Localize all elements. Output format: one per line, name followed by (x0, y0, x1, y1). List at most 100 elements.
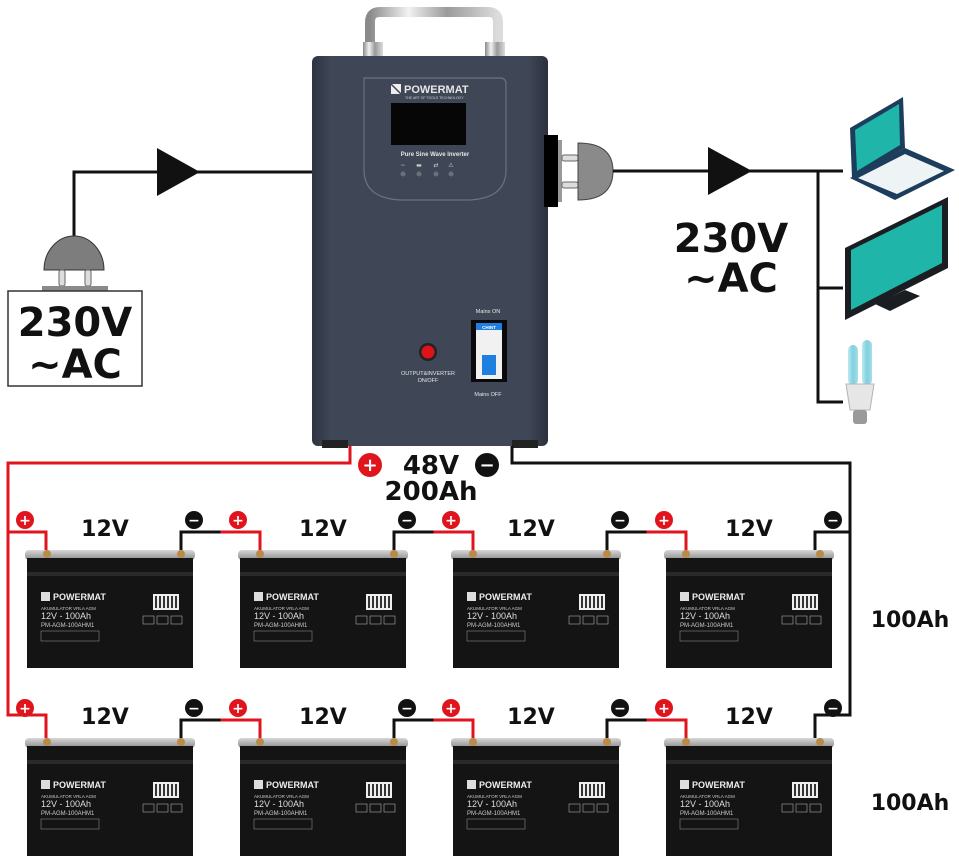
battery-voltage-label: 12V (81, 705, 129, 730)
positive-post-icon (256, 738, 264, 746)
series-link-positive (220, 718, 262, 738)
breaker-brand: CHINT (482, 325, 496, 330)
inverter-tagline: THE ART OF TOOLS TECHNOLOGY (405, 96, 464, 100)
battery-brand: POWERMAT (53, 592, 106, 602)
positive-terminal-icon: + (229, 511, 247, 529)
svg-text:+: + (362, 455, 377, 476)
flow-arrow-output-icon (708, 147, 752, 195)
positive-post-icon (469, 550, 477, 558)
negative-post-icon (603, 550, 611, 558)
safety-symbol-icon (795, 615, 808, 625)
positive-post-icon (469, 738, 477, 746)
svg-text:−: − (827, 701, 839, 717)
indicator-led (448, 171, 454, 177)
ac-source-box: 230V ~AC (7, 290, 143, 388)
series-link-negative (179, 718, 221, 738)
safety-symbol-icon (596, 803, 609, 813)
battery-voltage-label: 12V (299, 705, 347, 730)
positive-terminal-icon: + (655, 511, 673, 529)
battery-model: PM-AGM-100AHM1 (467, 623, 521, 629)
safety-symbol-icon (582, 803, 595, 813)
safety-symbol-icon (369, 615, 382, 625)
series-link-positive (433, 718, 475, 738)
battery-model: PM-AGM-100AHM1 (254, 623, 308, 629)
series-link-negative (392, 530, 434, 550)
svg-text:+: + (445, 701, 457, 717)
positive-post-icon (43, 550, 51, 558)
svg-text:+: + (445, 513, 457, 529)
battery-rating: 12V - 100Ah (41, 611, 91, 621)
svg-text:−: − (479, 455, 494, 476)
battery-rating: 12V - 100Ah (254, 799, 304, 809)
safety-symbol-icon (170, 803, 183, 813)
svg-text:+: + (658, 513, 670, 529)
battery-voltage-label: 12V (725, 705, 773, 730)
output-type-label: ~AC (684, 256, 778, 302)
safety-symbol-icon (809, 615, 822, 625)
laptop-icon (850, 97, 955, 200)
switch-label-line1: OUTPUT&INVERTER (401, 371, 455, 377)
battery-model: PM-AGM-100AHM1 (41, 623, 95, 629)
negative-terminal-icon: − (185, 511, 203, 529)
safety-symbol-icon (355, 803, 368, 813)
series-link-positive (433, 530, 475, 550)
battery-brand: POWERMAT (692, 780, 745, 790)
inverter-icon: ⇄ (433, 162, 438, 169)
powermat-logo-icon (390, 83, 402, 95)
warning-icon: ⚠ (448, 162, 454, 169)
series-link-negative (605, 718, 647, 738)
battery-voltage-label: 12V (507, 517, 555, 542)
series-link-negative (392, 718, 434, 738)
bank-positive-wire (6, 446, 352, 740)
svg-text:−: − (188, 701, 200, 717)
battery-type: AKUMULATOR VRLA AGM (254, 606, 309, 611)
positive-terminal-icon: + (229, 699, 247, 717)
negative-terminal-icon: − (824, 699, 842, 717)
bank-positive-terminal-icon: + (358, 453, 382, 477)
negative-terminal-icon: − (398, 699, 416, 717)
battery-type: AKUMULATOR VRLA AGM (254, 794, 309, 799)
safety-symbol-icon (568, 615, 581, 625)
svg-text:+: + (232, 701, 244, 717)
battery-brand: POWERMAT (692, 592, 745, 602)
bank-negative-wire (510, 446, 852, 740)
series-link-positive (220, 530, 262, 550)
output-socket-plug-icon (544, 135, 614, 207)
svg-text:−: − (614, 513, 626, 529)
safety-symbol-icon (383, 803, 396, 813)
positive-post-icon (682, 738, 690, 746)
battery-rating: 12V - 100Ah (467, 611, 517, 621)
battery-rating: 12V - 100Ah (41, 799, 91, 809)
output-inverter-switch[interactable] (419, 343, 437, 361)
safety-symbol-icon (142, 615, 155, 625)
inverter-handle[interactable] (363, 7, 505, 60)
bank-capacity-label: 200Ah (385, 477, 478, 507)
indicator-led (433, 171, 439, 177)
battery-type: AKUMULATOR VRLA AGM (680, 794, 735, 799)
positive-post-icon (43, 738, 51, 746)
safety-symbol-icon (568, 803, 581, 813)
battery-model: PM-AGM-100AHM1 (680, 811, 734, 817)
negative-post-icon (390, 738, 398, 746)
svg-text:−: − (827, 513, 839, 529)
source-type-label: ~AC (28, 342, 122, 388)
negative-post-icon (177, 550, 185, 558)
negative-post-icon (603, 738, 611, 746)
safety-symbol-icon (596, 615, 609, 625)
source-voltage-label: 230V (18, 300, 132, 346)
battery-brand: POWERMAT (479, 592, 532, 602)
battery-voltage-label: 12V (299, 517, 347, 542)
negative-terminal-icon: − (611, 511, 629, 529)
battery-voltage-label: 12V (725, 517, 773, 542)
ac-input-icon: ~ (400, 162, 405, 169)
bank-negative-terminal-icon: − (475, 453, 499, 477)
series-link-negative (179, 530, 221, 550)
mains-breaker[interactable]: CHINT (471, 320, 507, 382)
positive-post-icon (256, 550, 264, 558)
safety-symbol-icon (809, 803, 822, 813)
safety-symbol-icon (156, 615, 169, 625)
